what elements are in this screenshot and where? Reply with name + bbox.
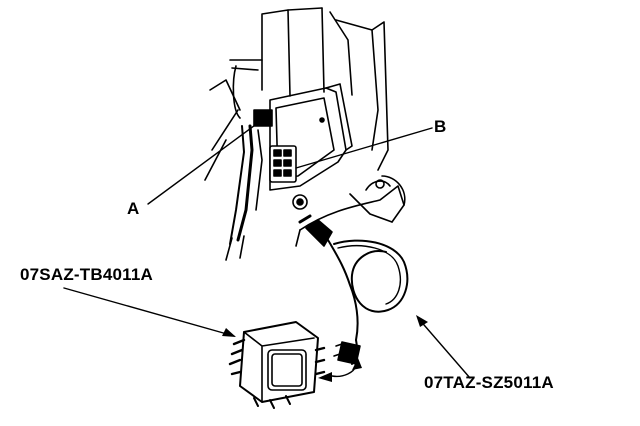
leader-a (147, 119, 263, 205)
connector-a (225, 109, 273, 261)
connection-arrow (331, 365, 357, 378)
leader-lines (63, 119, 471, 379)
cable-part-number: 07TAZ-SZ5011A (424, 373, 554, 392)
arrowheads (222, 315, 428, 382)
control-box-part-number: 07SAZ-TB4011A (20, 265, 153, 284)
callout-a: A (127, 199, 140, 218)
mounting-bracket (269, 83, 385, 210)
vehicle-body-panels (204, 7, 406, 247)
leader-control-box (63, 287, 235, 337)
adapter-cable (327, 239, 409, 365)
leader-cable (417, 317, 471, 379)
control-box (228, 321, 326, 409)
cable-end-connector (298, 214, 333, 247)
callout-b: B (434, 117, 447, 136)
connector-b (269, 145, 297, 183)
leader-b (295, 127, 433, 169)
